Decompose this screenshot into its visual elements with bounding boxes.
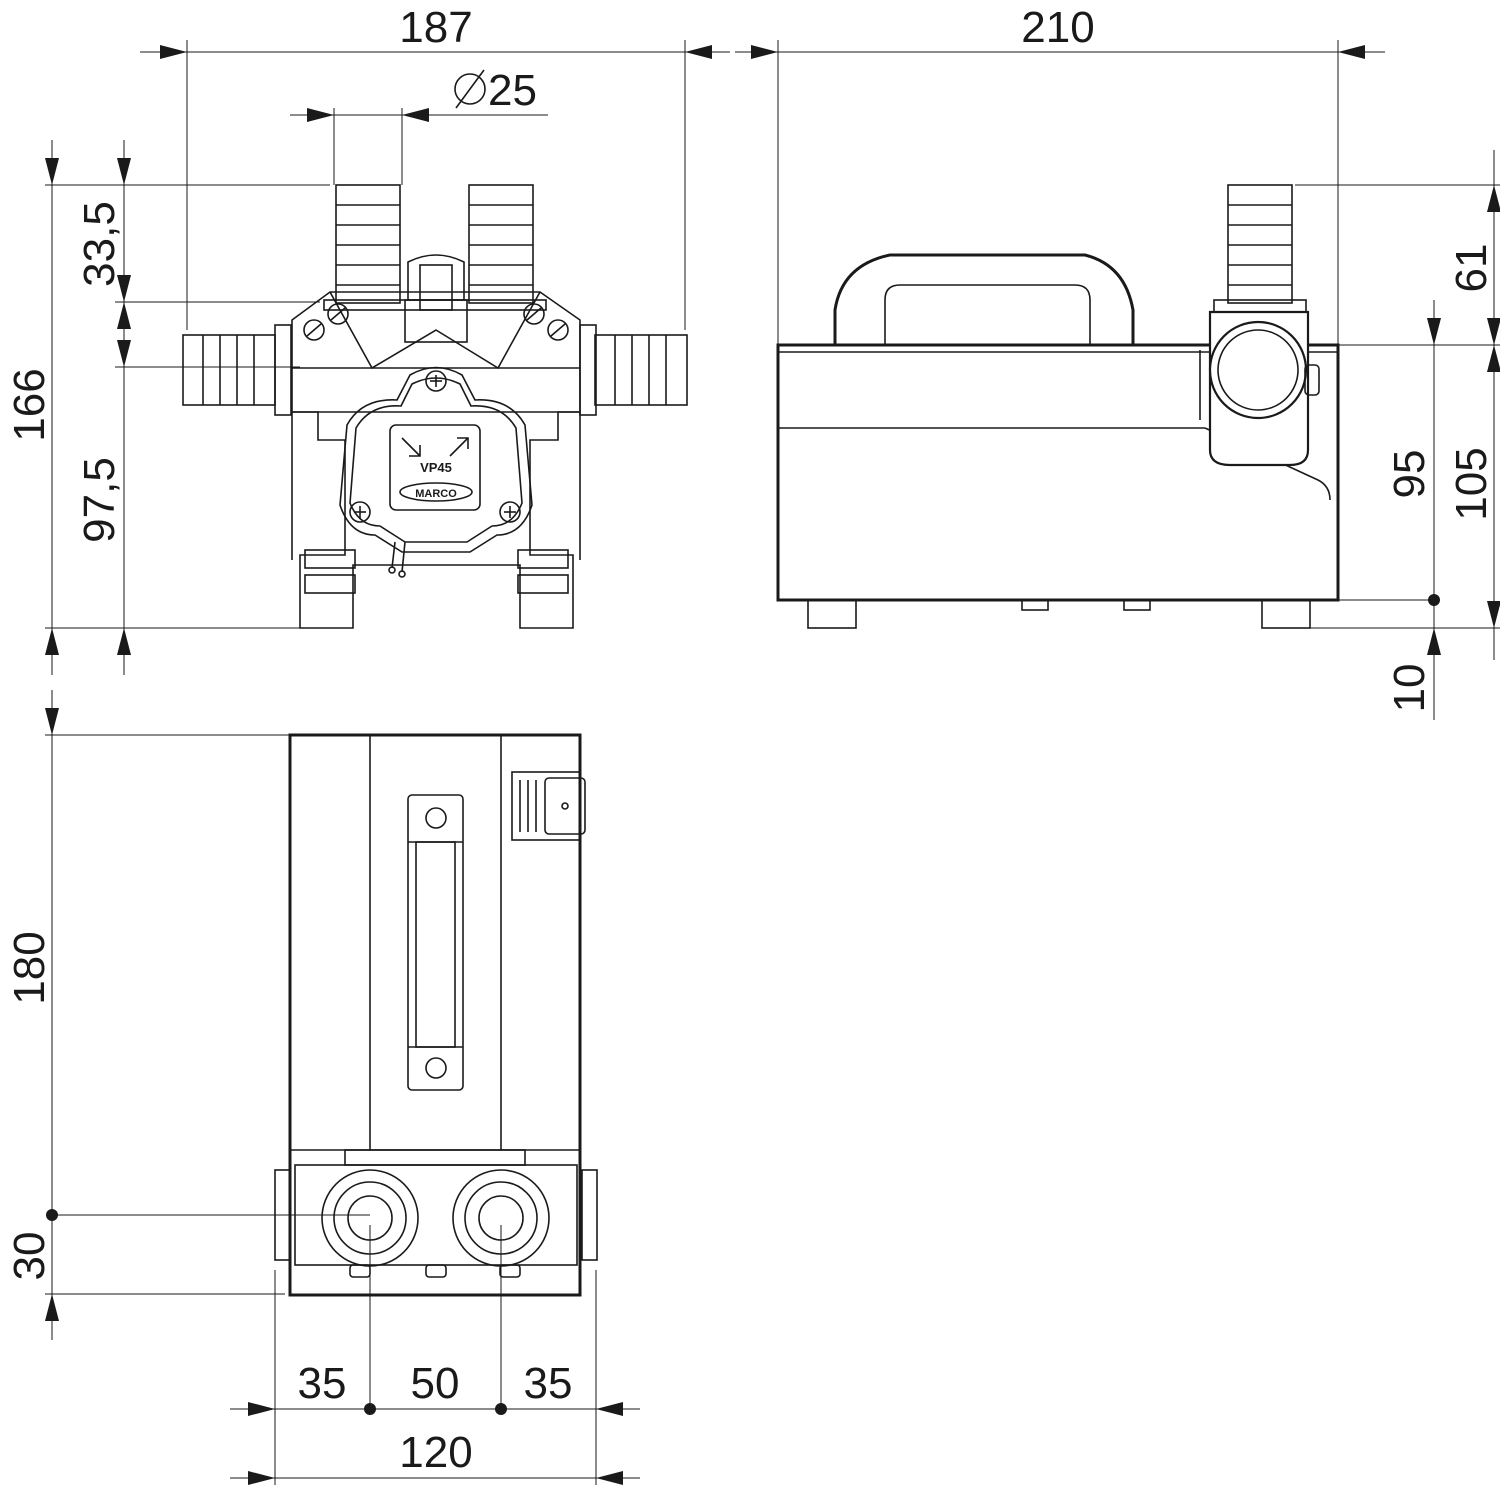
- top-view: 180 30 35 50 35 120: [5, 690, 640, 1485]
- side-outlet-barb: [1213, 184, 1307, 313]
- dim-35-left: 35: [298, 1359, 347, 1408]
- model-label: VP45: [420, 460, 452, 475]
- manifold-screw-icon: [523, 303, 545, 325]
- dim-33-5: 33,5: [75, 201, 124, 287]
- dim-width-front: 187: [140, 3, 730, 330]
- side-view: 210 61 95 105 10: [735, 3, 1500, 720]
- dim-61: 61: [1447, 244, 1496, 293]
- dim-35-right: 35: [524, 1359, 573, 1408]
- pump-cover: VP45 MARCO: [339, 366, 533, 578]
- dim-port-diameter: 25: [290, 66, 548, 185]
- dim-97-5: 97,5: [75, 457, 124, 543]
- dim-30: 30: [5, 1232, 54, 1281]
- dim-10: 10: [1385, 664, 1434, 713]
- dim-120: 120: [399, 1428, 472, 1477]
- pump-top-body: [274, 733, 598, 1297]
- dim-length-side: 210: [735, 3, 1385, 345]
- dim-180: 180: [5, 931, 54, 1004]
- cover-screw-icon: [349, 501, 371, 523]
- flow-arrow-icon: [401, 437, 421, 457]
- manifold-screw-icon: [303, 319, 325, 341]
- dim-depth-top: 180 30: [5, 690, 370, 1340]
- handle-top: [407, 794, 464, 1091]
- cover-screw-icon: [425, 370, 447, 392]
- dim-166: 166: [5, 368, 54, 441]
- manifold-screw-icon: [547, 319, 569, 341]
- carry-handle: [833, 253, 1135, 345]
- top-hose-barbs: [323, 184, 547, 311]
- flow-arrow-icon: [449, 437, 469, 457]
- side-hose-barbs: [182, 324, 688, 416]
- dim-187: 187: [399, 3, 472, 52]
- pump-front-body: VP45 MARCO: [182, 184, 688, 629]
- power-switch-icon: [511, 771, 586, 841]
- dim-95: 95: [1385, 450, 1434, 499]
- front-view: 187 25: [5, 3, 730, 675]
- dim-widths-top: 35 50 35 120: [230, 1225, 640, 1485]
- pump-head-side: [1199, 310, 1320, 467]
- pump-head-top: [274, 1149, 598, 1278]
- diameter-symbol-icon: [454, 69, 486, 109]
- pump-side-body: [776, 184, 1340, 629]
- dim-heights-front: 166 33,5 97,5: [5, 140, 330, 675]
- dim-210: 210: [1021, 3, 1094, 52]
- dim-heights-side: 61 95 105 10: [1295, 150, 1500, 720]
- dim-50: 50: [411, 1359, 460, 1408]
- cover-screw-icon: [499, 501, 521, 523]
- dim-25: 25: [488, 66, 537, 115]
- manifold-screw-icon: [327, 303, 349, 325]
- dim-105: 105: [1447, 447, 1496, 520]
- brand-logo: MARCO: [415, 488, 457, 500]
